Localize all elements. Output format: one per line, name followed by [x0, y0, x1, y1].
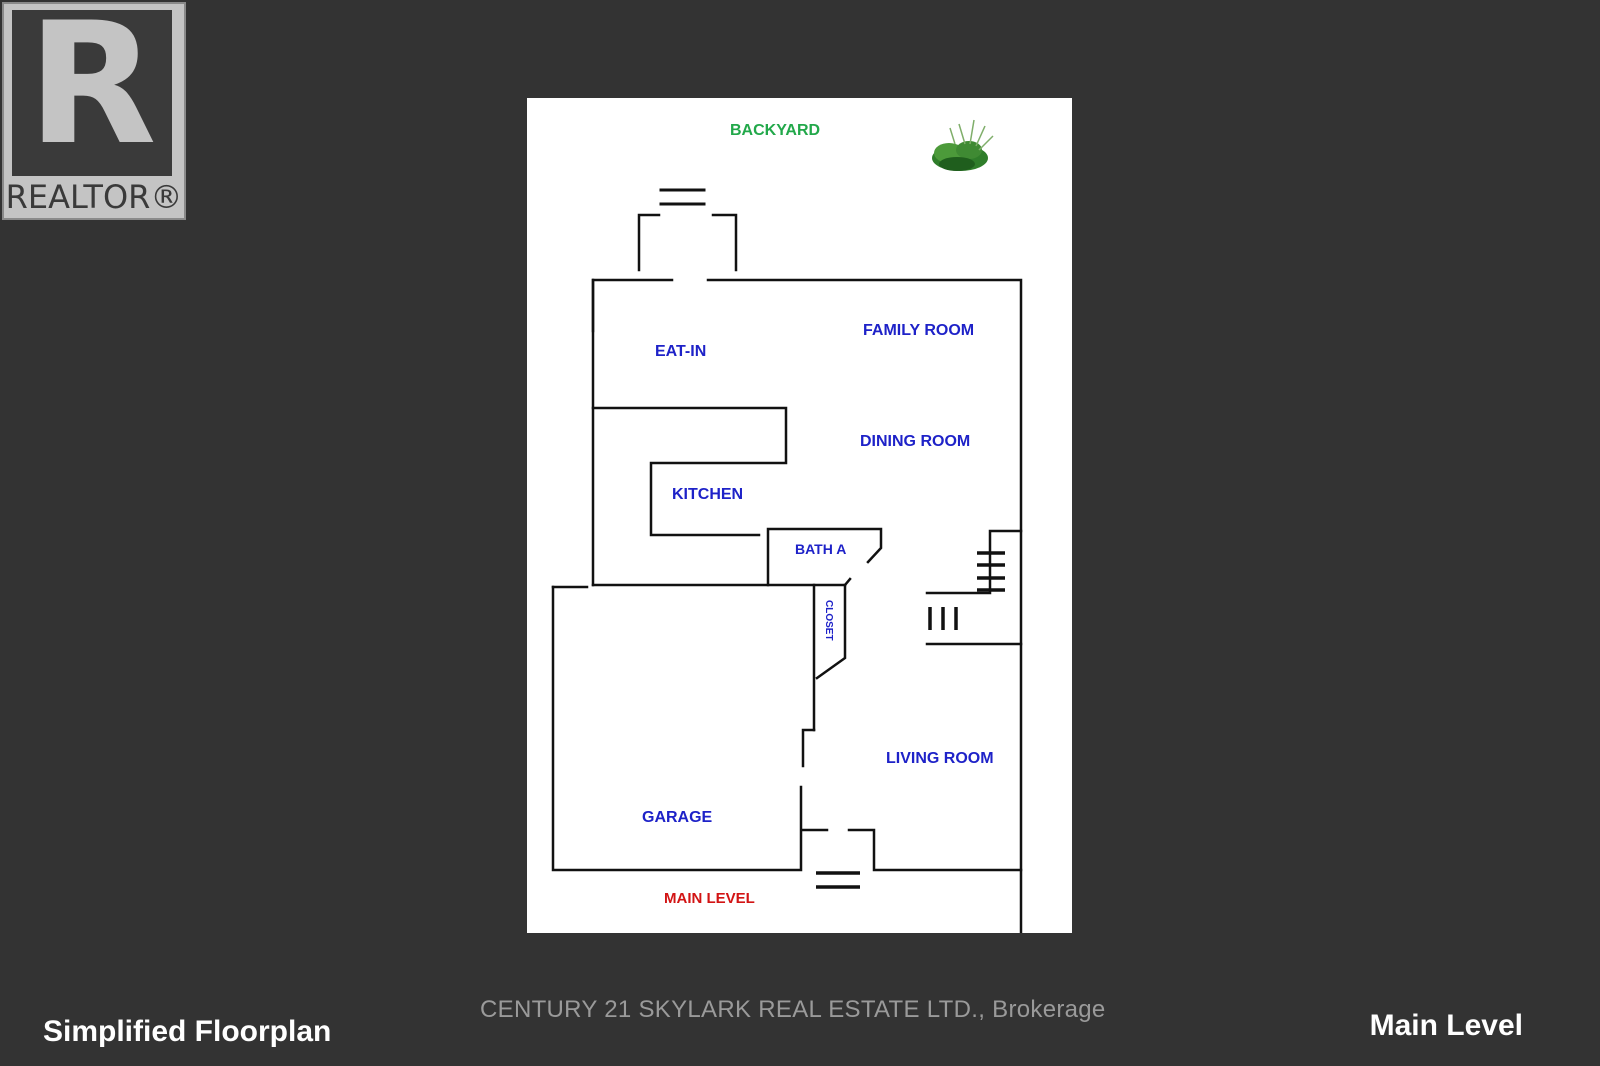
stair-walls — [925, 529, 1023, 595]
backyard-label: BACKYARD — [730, 122, 821, 139]
level-label: MAIN LEVEL — [664, 890, 755, 907]
footer-level: Main Level — [1369, 1009, 1523, 1042]
room-label-garage: GARAGE — [642, 809, 713, 826]
realtor-logo-symbol: R — [27, 0, 157, 182]
back-porch-walls — [637, 213, 738, 272]
room-label-closet: CLOSET — [823, 600, 834, 641]
garage-walls — [551, 585, 803, 872]
room-label-bath: BATH A — [795, 541, 847, 557]
exterior-top-wall — [591, 278, 1023, 933]
floorplan-drawing — [551, 119, 1023, 933]
room-label-family-room: FAMILY ROOM — [863, 322, 975, 339]
kitchen-walls — [591, 406, 788, 537]
bath-walls — [766, 527, 883, 587]
realtor-wordmark: REALTOR® — [5, 178, 183, 216]
garage-right-jog — [801, 728, 816, 768]
floorplan-card: BACKYARD EAT-IN FAMILY ROOM DINING ROOM … — [527, 98, 1072, 933]
front-steps — [816, 871, 860, 889]
room-label-living-room: LIVING ROOM — [886, 750, 994, 767]
room-label-eat-in: EAT-IN — [655, 343, 707, 360]
realtor-logo-mark: R — [12, 0, 172, 176]
shrub-icon — [932, 119, 994, 171]
interior-stairs — [928, 551, 1005, 630]
realtor-logo: R REALTOR® — [2, 0, 186, 220]
closet-walls — [812, 583, 847, 732]
room-label-kitchen: KITCHEN — [672, 486, 744, 503]
back-steps — [659, 188, 706, 206]
front-entry-walls — [800, 828, 1023, 872]
room-label-dining-room: DINING ROOM — [860, 433, 971, 450]
footer-floorplan-title: Simplified Floorplan — [43, 1015, 332, 1048]
footer-brokerage: CENTURY 21 SKYLARK REAL ESTATE LTD., Bro… — [480, 996, 1106, 1023]
